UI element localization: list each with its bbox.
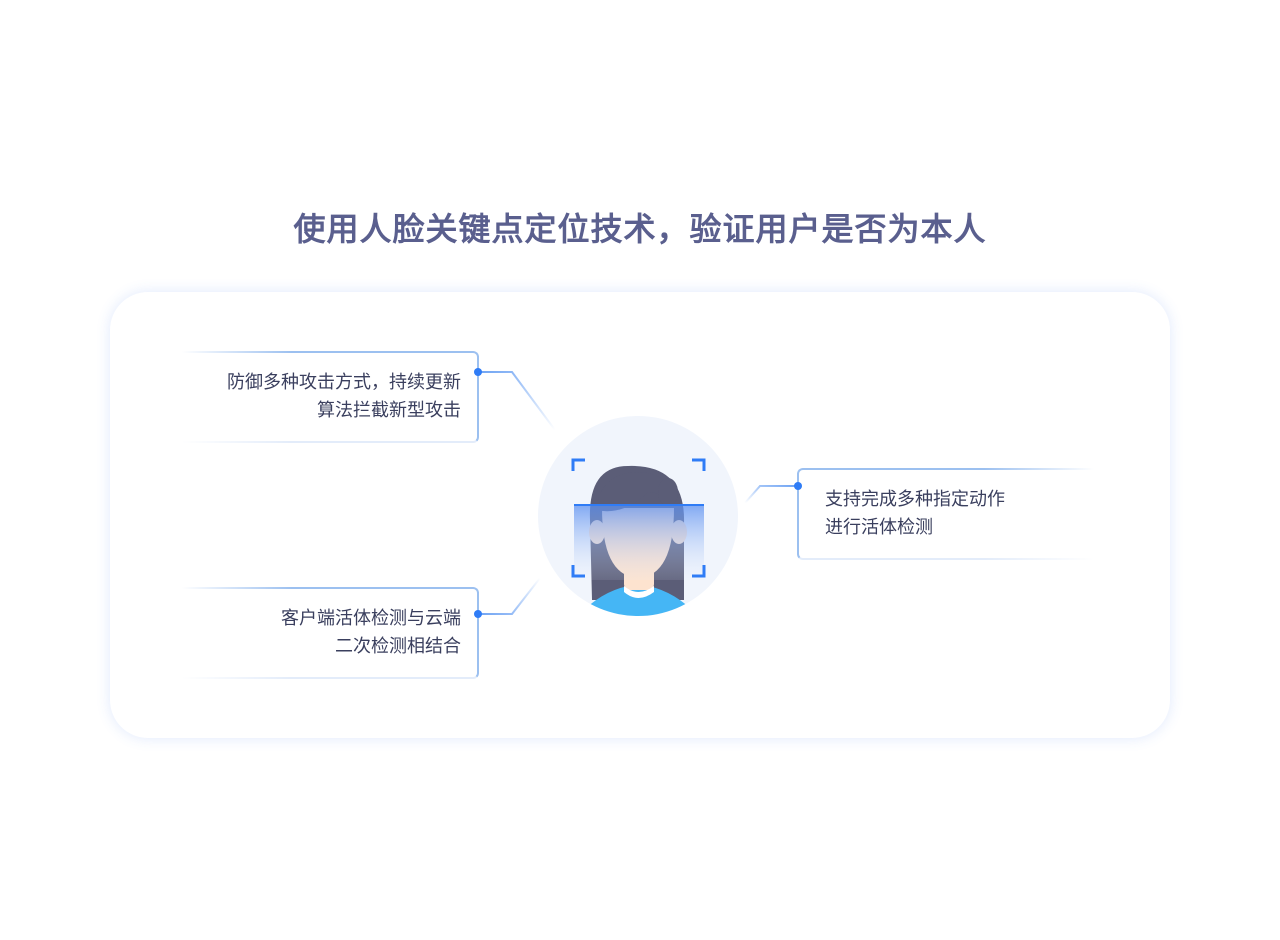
page-headline: 使用人脸关键点定位技术，验证用户是否为本人 xyxy=(293,210,987,248)
feature-callout-attack-defense: 防御多种攻击方式，持续更新 算法拦截新型攻击 xyxy=(182,351,479,443)
feature-text-line: 防御多种攻击方式，持续更新 xyxy=(227,372,461,393)
feature-callout-client-cloud: 客户端活体检测与云端 二次检测相结合 xyxy=(182,587,479,679)
feature-text-line: 二次检测相结合 xyxy=(335,636,461,657)
feature-callout-action-liveness: 支持完成多种指定动作 进行活体检测 xyxy=(797,468,1094,560)
feature-text-line: 进行活体检测 xyxy=(825,517,933,538)
feature-text-line: 客户端活体检测与云端 xyxy=(281,608,461,629)
feature-text-line: 算法拦截新型攻击 xyxy=(317,400,461,421)
feature-text-line: 支持完成多种指定动作 xyxy=(825,489,1005,510)
